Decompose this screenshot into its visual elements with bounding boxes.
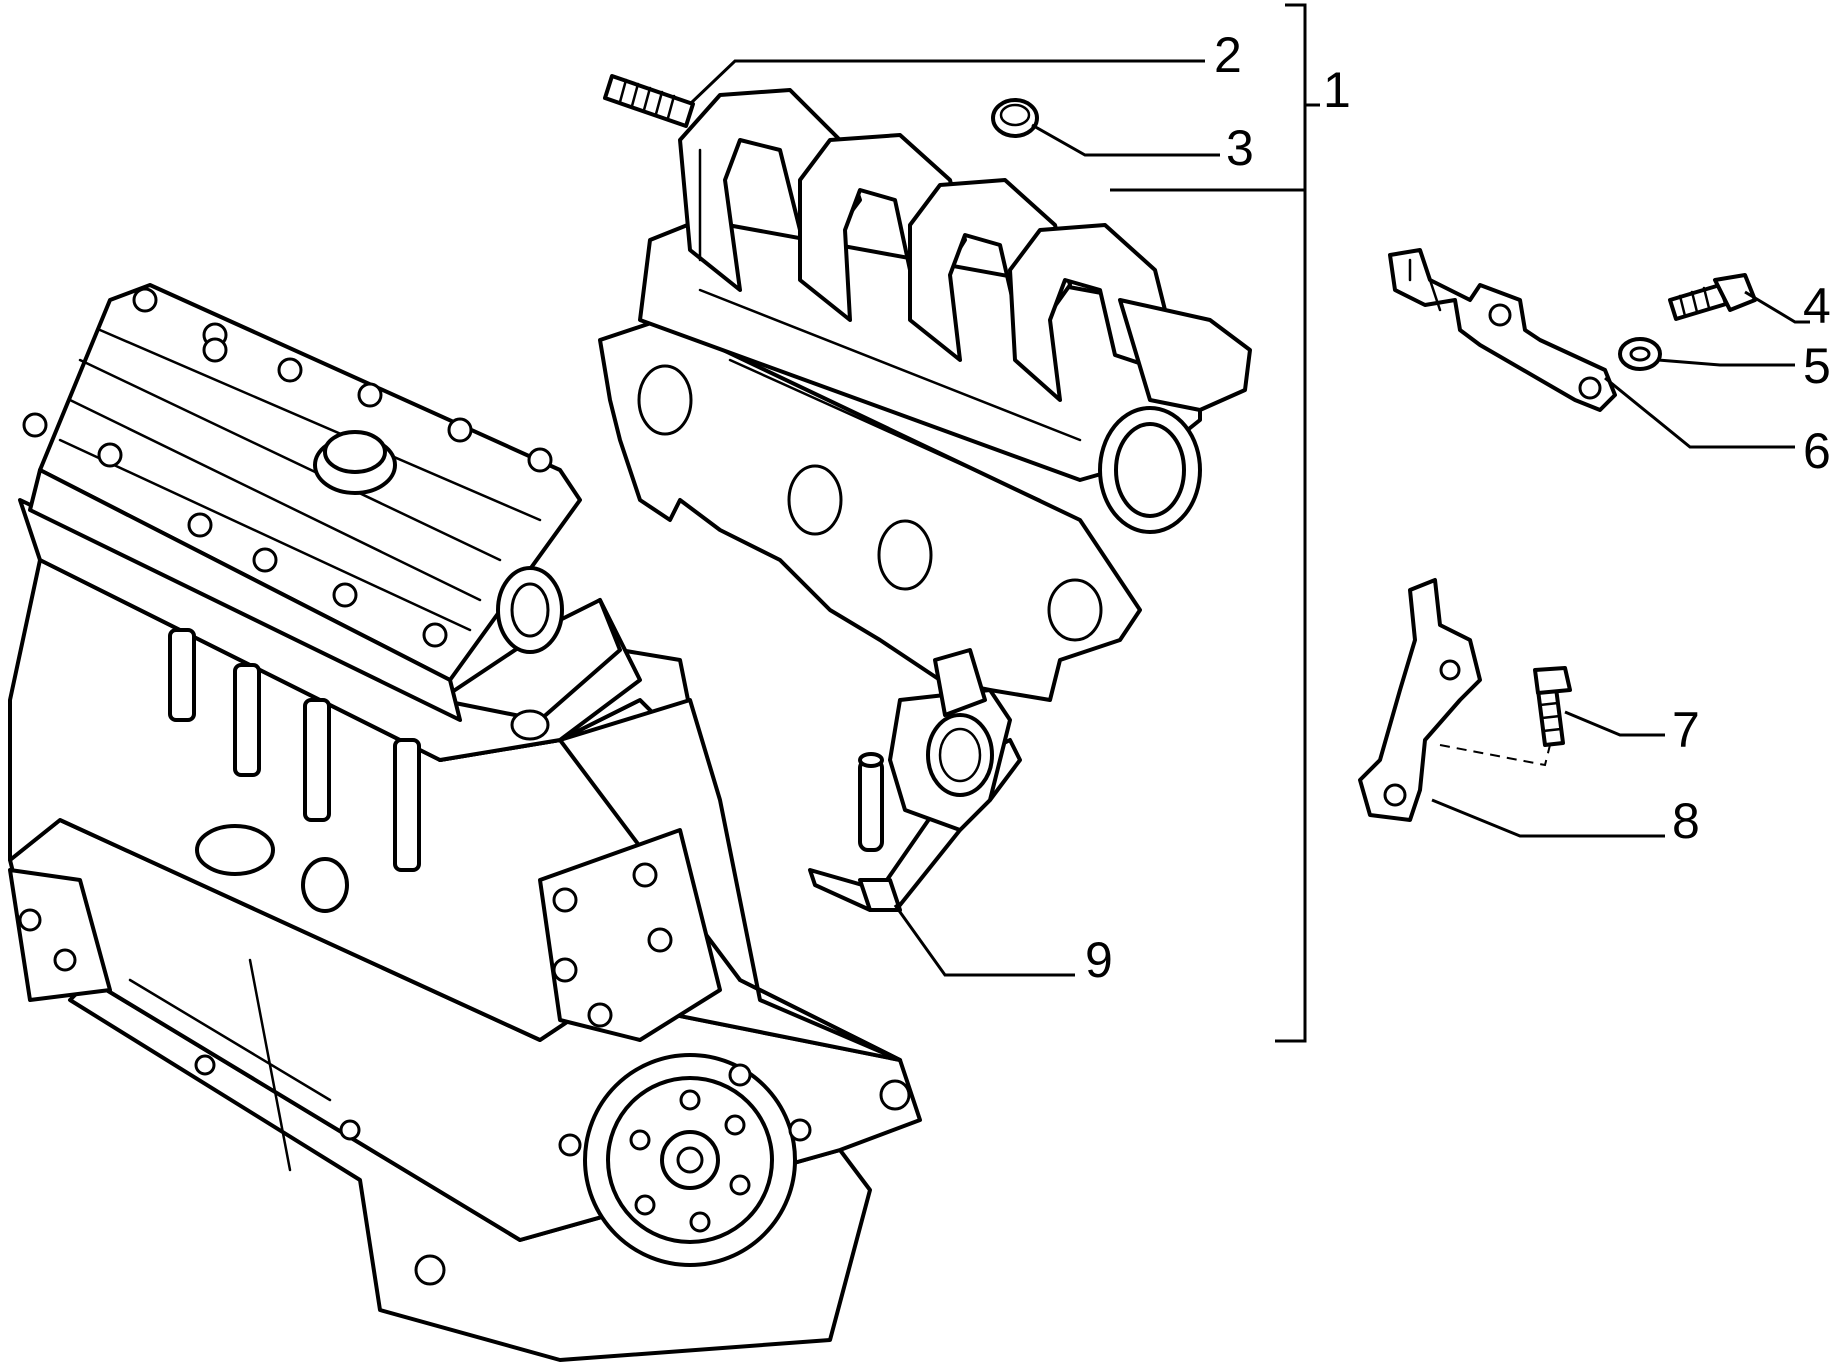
bolt-upper <box>1668 273 1757 321</box>
stud <box>603 74 695 128</box>
engine-block <box>8 283 922 1362</box>
bolt-dashed-line <box>1439 744 1551 767</box>
callout-4: 4 <box>1803 278 1831 334</box>
callouts: 1 2 3 4 5 6 7 8 9 <box>1085 27 1831 988</box>
callout-8: 8 <box>1672 793 1700 849</box>
callout-9: 9 <box>1085 932 1113 988</box>
water-pump-pulley <box>583 1053 797 1267</box>
callout-6: 6 <box>1803 423 1831 479</box>
callout-5: 5 <box>1803 338 1831 394</box>
intake-manifold <box>598 88 1252 702</box>
washer <box>1618 337 1662 371</box>
sensor-bracket <box>808 648 1022 912</box>
bolt-lower <box>1533 666 1572 747</box>
bracket-upper <box>1388 248 1617 412</box>
plug <box>991 98 1039 138</box>
callout-1: 1 <box>1323 62 1351 118</box>
head-studs <box>168 628 421 872</box>
callout-7: 7 <box>1672 702 1700 758</box>
cover-bolts <box>22 287 553 648</box>
bracket-lower <box>1358 578 1482 822</box>
callout-2: 2 <box>1214 27 1242 83</box>
leaders <box>688 3 1810 1043</box>
callout-3: 3 <box>1226 120 1254 176</box>
plate-bolts <box>552 862 673 1028</box>
oil-cap <box>313 430 397 495</box>
